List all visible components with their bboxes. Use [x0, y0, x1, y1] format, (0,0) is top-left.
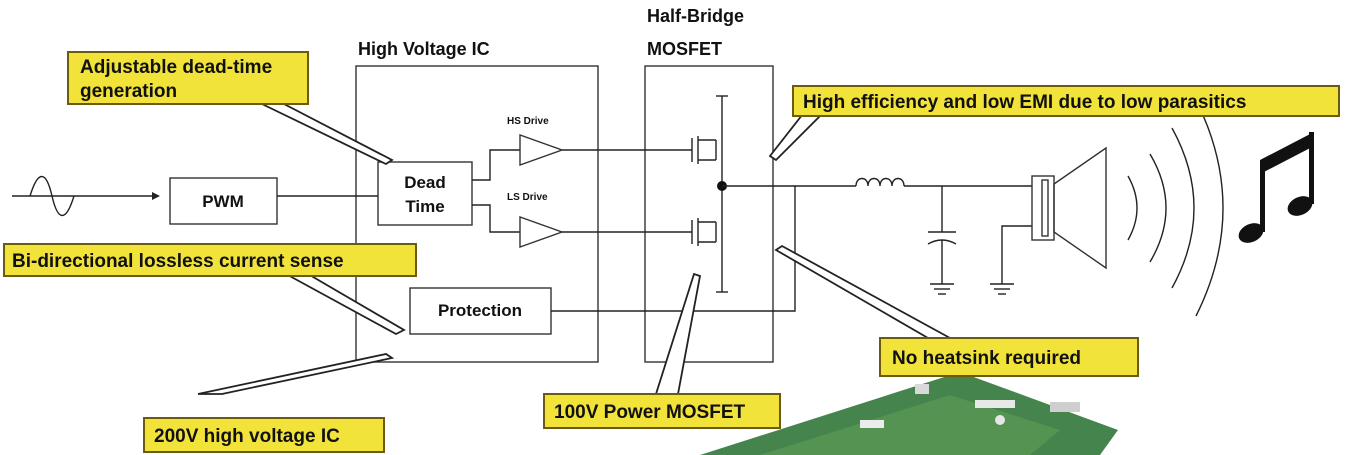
- pcb-photo: [700, 372, 1118, 455]
- music-note-icon: [1238, 132, 1314, 243]
- sense-to-protection-wire: [551, 186, 796, 312]
- sound-waves-icon: [1127, 99, 1224, 317]
- speaker-icon: [1031, 146, 1107, 270]
- mosfet-box: [644, 65, 774, 363]
- svg-text:100V Power MOSFET: 100V Power MOSFET: [554, 402, 746, 423]
- dead-time-label-line1: Dead: [404, 173, 446, 192]
- capacitor-icon: [927, 186, 957, 284]
- pwm-block: [169, 177, 278, 225]
- dead-time-label-line2: Time: [405, 197, 444, 216]
- hv-ic-200v-callout: 200V high voltage IC: [143, 417, 385, 453]
- hv-ic-title: High Voltage IC: [358, 39, 490, 59]
- heatsink-callout-leader: [774, 244, 951, 339]
- ground-icon: [930, 283, 954, 295]
- input-arrow-icon: [152, 192, 160, 200]
- svg-text:Adjustable dead-time: Adjustable dead-time: [80, 57, 272, 78]
- dead-time-block: [377, 161, 473, 226]
- ls-drive-label: LS Drive: [507, 192, 548, 203]
- sine-wave-icon: [12, 175, 88, 217]
- efficiency-callout: High efficiency and low EMI due to low p…: [792, 85, 1340, 117]
- hs-drive-label: HS Drive: [507, 116, 549, 127]
- svg-text:Bi-directional lossless curren: Bi-directional lossless current sense: [12, 251, 344, 272]
- dead-time-to-hs-wire: [472, 149, 520, 181]
- mosfet-title-line2: MOSFET: [647, 39, 722, 59]
- dead-time-callout: Adjustable dead-time generation: [67, 51, 309, 105]
- svg-text:200V high voltage IC: 200V high voltage IC: [154, 426, 340, 447]
- inductor-icon: [855, 177, 905, 187]
- speaker-return-wire: [1001, 225, 1032, 284]
- current-sense-callout-leader: [285, 273, 406, 336]
- hs-driver-icon: [519, 134, 565, 166]
- dead-time-to-ls-wire: [472, 204, 520, 233]
- hv-ic-box: [355, 65, 599, 363]
- hv-ic-callout-leader: [197, 353, 395, 395]
- protection-label: Protection: [438, 301, 522, 320]
- power-mosfet-callout-leader: [654, 272, 702, 395]
- ls-driver-icon: [519, 216, 565, 248]
- svg-text:No heatsink required: No heatsink required: [892, 348, 1081, 369]
- dead-time-callout-leader: [261, 103, 394, 166]
- efficiency-callout-leader: [768, 109, 829, 162]
- heatsink-callout: No heatsink required: [879, 337, 1139, 377]
- svg-text:High efficiency and low EMI du: High efficiency and low EMI due to low p…: [803, 92, 1246, 113]
- ls-mosfet-icon: [691, 186, 728, 293]
- pwm-label: PWM: [202, 192, 244, 211]
- current-sense-callout: Bi-directional lossless current sense: [3, 243, 417, 277]
- hs-mosfet-icon: [691, 95, 728, 186]
- svg-text:generation: generation: [80, 81, 177, 102]
- power-mosfet-callout: 100V Power MOSFET: [543, 393, 781, 429]
- mosfet-title-line1: Half-Bridge: [647, 6, 744, 26]
- ground-icon-2: [990, 283, 1014, 295]
